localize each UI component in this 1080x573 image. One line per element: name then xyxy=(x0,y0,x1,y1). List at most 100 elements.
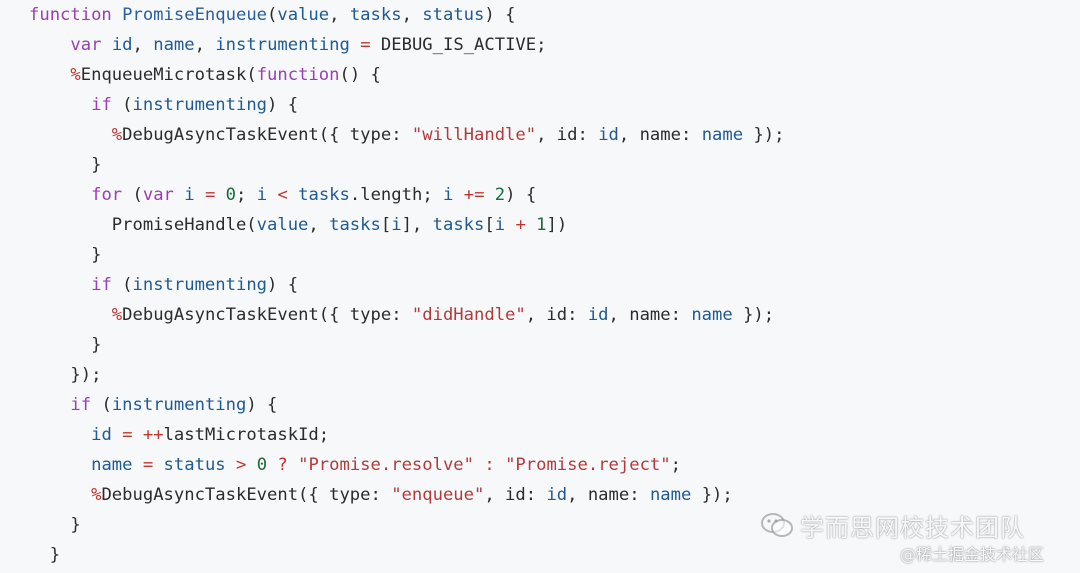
code-token: [ xyxy=(380,215,392,235)
code-token: % xyxy=(70,65,81,85)
code-token xyxy=(29,305,112,325)
code-token: id xyxy=(587,305,609,325)
code-token: = xyxy=(194,185,226,205)
code-line: } xyxy=(29,540,60,570)
code-token: "didHandle" xyxy=(411,305,526,325)
code-token: }); xyxy=(732,305,775,325)
code-token xyxy=(29,485,91,505)
code-token: .length; xyxy=(349,185,444,205)
code-token xyxy=(29,455,91,475)
code-token: : xyxy=(474,455,506,475)
code-token: 0 xyxy=(225,185,237,205)
code-token: > xyxy=(225,455,257,475)
code-token: if xyxy=(70,395,102,415)
code-token xyxy=(29,125,112,145)
code-token: + xyxy=(505,215,537,235)
code-token: DebugAsyncTaskEvent({ type: xyxy=(122,305,412,325)
code-token: function xyxy=(29,5,123,25)
code-line: for (var i = 0; i < tasks.length; i += 2… xyxy=(29,180,536,210)
code-token: tasks xyxy=(349,5,402,25)
code-token: status xyxy=(422,5,485,25)
code-token: id xyxy=(111,35,133,55)
code-token: ) { xyxy=(246,395,278,415)
code-line: %DebugAsyncTaskEvent({ type: "willHandle… xyxy=(29,120,785,150)
code-token xyxy=(29,275,91,295)
code-token: DEBUG_IS_ACTIVE; xyxy=(380,35,547,55)
code-token: if xyxy=(91,275,123,295)
code-token: value xyxy=(277,5,330,25)
code-token: ( xyxy=(122,275,133,295)
code-token: ) { xyxy=(484,5,516,25)
code-token: , xyxy=(401,5,423,25)
code-token: ) { xyxy=(267,95,299,115)
code-token: % xyxy=(111,125,123,145)
code-token: , name: xyxy=(608,305,692,325)
code-token: ? xyxy=(267,455,299,475)
code-token: } xyxy=(29,545,61,565)
code-line: %DebugAsyncTaskEvent({ type: "enqueue", … xyxy=(29,480,733,510)
code-token xyxy=(29,95,91,115)
code-token: "willHandle" xyxy=(411,125,537,145)
code-token xyxy=(29,425,91,445)
code-token: ( xyxy=(267,5,278,25)
code-token: % xyxy=(111,305,123,325)
code-token: , name: xyxy=(567,485,650,505)
code-token: "Promise.resolve" xyxy=(298,455,475,475)
code-token: ]) xyxy=(546,215,568,235)
code-line: function PromiseEnqueue(value, tasks, st… xyxy=(29,0,515,30)
code-token: name xyxy=(691,305,733,325)
code-token: tasks xyxy=(298,185,350,205)
code-token: % xyxy=(91,485,102,505)
code-line: if (instrumenting) { xyxy=(29,270,298,300)
code-line: } xyxy=(29,240,101,270)
code-token: , id: xyxy=(536,125,599,145)
code-token: = xyxy=(132,455,164,475)
code-token: [ xyxy=(484,215,495,235)
code-token: ], xyxy=(401,215,433,235)
code-token: , xyxy=(132,35,154,55)
code-line: } xyxy=(29,150,101,180)
code-token: value xyxy=(256,215,309,235)
code-line: %DebugAsyncTaskEvent({ type: "didHandle"… xyxy=(29,300,774,330)
code-token: ) { xyxy=(505,185,537,205)
code-token: EnqueueMicrotask( xyxy=(80,65,257,85)
code-token: if xyxy=(91,95,123,115)
code-token: name xyxy=(649,485,692,505)
code-token: , id: xyxy=(525,305,588,325)
code-token: i xyxy=(184,185,195,205)
code-token: i xyxy=(443,185,454,205)
code-token: , xyxy=(308,215,330,235)
code-line: %EnqueueMicrotask(function() { xyxy=(29,60,380,90)
code-token: , xyxy=(194,35,216,55)
code-token: DebugAsyncTaskEvent({ type: xyxy=(122,125,412,145)
code-token: "Promise.reject" xyxy=(505,455,671,475)
code-token: id xyxy=(546,485,568,505)
code-line: id = ++lastMicrotaskId; xyxy=(29,420,329,450)
code-token: "enqueue" xyxy=(391,485,485,505)
code-line: if (instrumenting) { xyxy=(29,390,277,420)
code-token: PromiseHandle( xyxy=(29,215,257,235)
code-token: } xyxy=(29,155,102,175)
code-token: } xyxy=(29,515,81,535)
code-token: , name: xyxy=(618,125,702,145)
code-line: } xyxy=(29,510,81,540)
code-token: ( xyxy=(101,395,112,415)
code-token: i xyxy=(494,215,506,235)
code-line: } xyxy=(29,330,101,360)
code-line: name = status > 0 ? "Promise.resolve" : … xyxy=(29,450,681,480)
code-token: ( xyxy=(122,95,133,115)
code-token: var xyxy=(142,185,185,205)
code-token: function xyxy=(256,65,340,85)
code-token: i xyxy=(391,215,402,235)
code-token: }); xyxy=(29,365,102,385)
code-token: = ++ xyxy=(111,425,164,445)
code-token: } xyxy=(29,245,102,265)
code-token: status xyxy=(163,455,226,475)
code-token xyxy=(29,395,70,415)
code-token: instrumenting xyxy=(132,275,268,295)
code-token: var xyxy=(70,35,112,55)
code-token: } xyxy=(29,335,102,355)
code-token: name xyxy=(153,35,195,55)
code-token: 0 xyxy=(256,455,268,475)
code-token: < xyxy=(267,185,299,205)
